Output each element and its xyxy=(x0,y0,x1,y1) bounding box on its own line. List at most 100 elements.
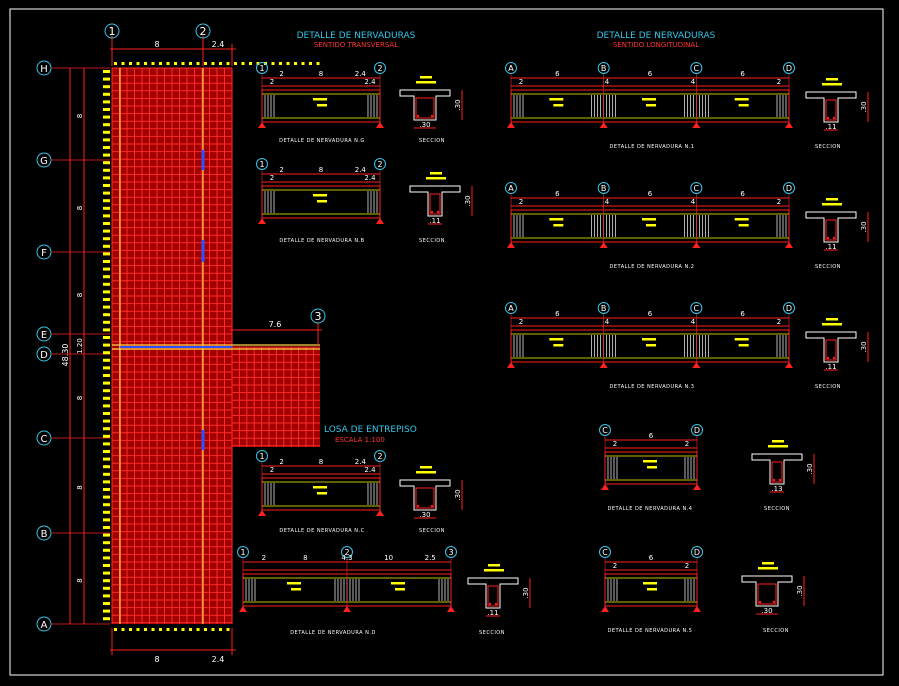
axis-bubble-a: A xyxy=(36,616,52,632)
section-caption: SECCION xyxy=(419,138,445,144)
section-width: .30 xyxy=(761,607,772,615)
section-caption: SECCION xyxy=(815,144,841,150)
dim-text: 6 xyxy=(740,70,745,78)
rebar-label xyxy=(642,338,656,341)
support-icon xyxy=(785,362,793,368)
inner-dim-text: 2 xyxy=(777,318,781,326)
rebar-label xyxy=(826,318,838,321)
rebar-label xyxy=(395,588,405,591)
stirrup xyxy=(415,97,435,119)
support-icon xyxy=(343,606,351,612)
rebar-label xyxy=(646,344,656,347)
inner-dim-text: 4 xyxy=(691,78,696,86)
axis-label: 3 xyxy=(448,548,453,557)
rebar-label xyxy=(553,224,564,227)
inner-dim-text: 4 xyxy=(605,318,610,326)
inner-dim-text: 2 xyxy=(613,440,617,448)
rebar-label xyxy=(553,344,564,347)
axis-label: E xyxy=(41,330,47,341)
axis-label: 2 xyxy=(377,160,382,169)
dim-text: 2 xyxy=(262,554,266,562)
rebar-label xyxy=(734,218,749,221)
axis-label: 2 xyxy=(377,452,382,461)
rebar-label xyxy=(822,203,842,206)
dim-text: 6 xyxy=(648,190,653,198)
axis-label: D xyxy=(694,426,700,435)
section-width: .30 xyxy=(419,511,430,519)
section-caption: SECCION xyxy=(764,506,790,512)
dim-total: 48.30 xyxy=(61,344,70,367)
inner-dim-text: 4 xyxy=(605,78,610,86)
rebar-label xyxy=(549,98,564,101)
axis-label: 1 xyxy=(259,64,264,73)
rebar-label xyxy=(647,588,657,591)
section-width: .30 xyxy=(419,121,430,129)
axis-label: B xyxy=(41,529,48,540)
axis-bubble-2: 2 xyxy=(195,23,211,39)
detail-caption: DETALLE DE NERVADURA N.C xyxy=(279,528,364,534)
section-outline xyxy=(399,89,451,121)
stirrup xyxy=(825,219,837,241)
section-outline xyxy=(467,577,519,609)
rebar-label xyxy=(430,172,442,175)
support-icon xyxy=(258,122,266,128)
rebar-label xyxy=(738,224,749,227)
dim-text: 2.5 xyxy=(425,554,436,562)
section-width: .11 xyxy=(825,123,836,131)
axis-bubble-h: H xyxy=(36,60,52,76)
dim-bottom-2: 2.4 xyxy=(212,655,225,664)
axis-label: C xyxy=(602,426,608,435)
dim-text: 2.4 xyxy=(355,166,367,174)
rebar-label xyxy=(416,81,436,84)
inner-dim-text: 2.4 xyxy=(364,174,376,182)
inner-dim-text: 2 xyxy=(777,198,781,206)
support-icon xyxy=(599,362,608,368)
support-icon xyxy=(692,242,701,248)
rebar-label xyxy=(416,471,436,474)
section-outline xyxy=(399,479,451,511)
rebar-label xyxy=(287,582,301,585)
transversal-title: DETALLE DE NERVADURAS xyxy=(297,31,416,41)
section-height: .30 xyxy=(454,489,462,500)
axis-bubble-d: D xyxy=(36,346,52,362)
axis-label: D xyxy=(786,304,792,313)
rebar-label xyxy=(317,104,327,107)
axis-label: H xyxy=(40,64,48,75)
rebar-label xyxy=(826,198,838,201)
axis-bubble-f: F xyxy=(36,244,52,260)
support-icon xyxy=(693,484,701,490)
dim-text: 2 xyxy=(279,166,283,174)
section-outline xyxy=(805,331,857,363)
rebar-label xyxy=(313,98,327,101)
detail-caption: DETALLE DE NERVADURA N.B xyxy=(279,238,364,244)
dim-text: 6 xyxy=(740,190,745,198)
rebar-label xyxy=(391,582,405,585)
dim-left-span: 8 xyxy=(76,206,84,210)
support-icon xyxy=(239,606,247,612)
axis-label: A xyxy=(508,184,514,193)
dim-wing: 7.6 xyxy=(269,320,282,329)
rebar-label xyxy=(488,564,500,567)
section-caption: SECCION xyxy=(815,264,841,270)
inner-dim-text: 2.4 xyxy=(364,466,376,474)
rebar-label xyxy=(758,567,778,570)
rebar-label xyxy=(734,338,749,341)
dim-top-2: 2.4 xyxy=(212,40,225,49)
inner-dim-text: 2 xyxy=(685,440,689,448)
support-icon xyxy=(601,606,609,612)
section-outline xyxy=(741,575,793,607)
stirrup xyxy=(825,99,837,121)
rebar-label xyxy=(643,582,657,585)
